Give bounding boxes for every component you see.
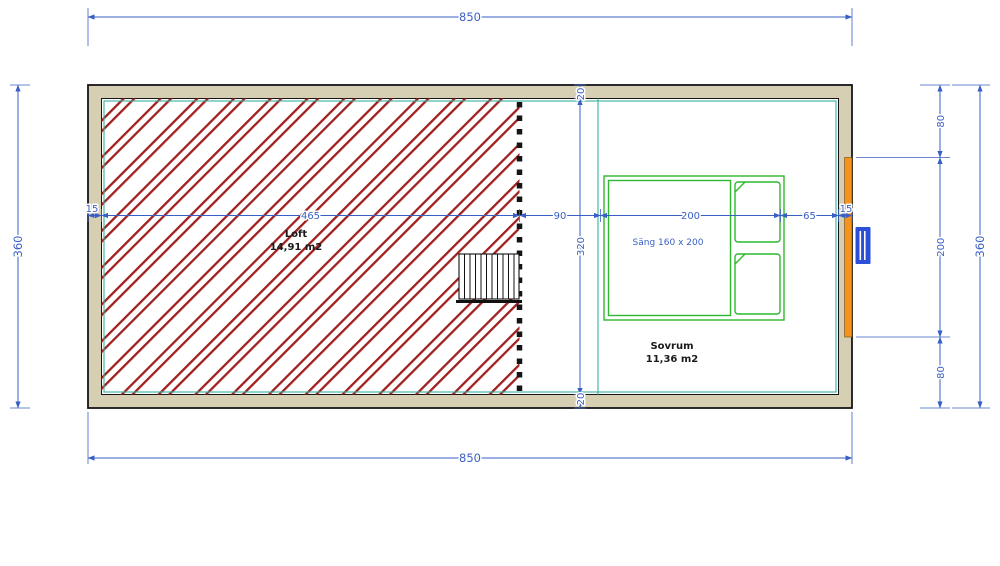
dim-value: 20 (576, 393, 587, 406)
bed: Säng 160 x 200 (603, 175, 785, 321)
dim-top-width: 850 (87, 8, 853, 46)
loft-hatch-area (101, 98, 520, 395)
dim-value: 15 (86, 204, 99, 215)
dim-middle-segments: 15 465 90 200 65 15 (84, 203, 854, 224)
window-tag-text-line (864, 231, 866, 260)
window-tag-box (855, 227, 871, 264)
dim-value: 465 (301, 211, 320, 222)
window-tag (855, 227, 871, 264)
dim-value: 20 (576, 88, 587, 101)
dim-value: 15 (840, 204, 853, 215)
loft-room-name: Loft (285, 229, 308, 240)
dim-value: 80 (936, 115, 947, 128)
interior-outline (103, 100, 837, 393)
window-right-wall (844, 157, 853, 338)
dim-value: 200 (681, 211, 700, 222)
dim-value: 360 (973, 236, 987, 258)
bed-mattress (607, 179, 732, 317)
dimensions: 850 850 360 360 (10, 8, 990, 467)
window-tag-text-line (859, 231, 862, 260)
dim-value: 90 (554, 211, 567, 222)
bed-size-label: Säng 160 x 200 (633, 238, 704, 248)
bed-pillow-bottom (734, 253, 781, 315)
dim-value: 320 (576, 237, 587, 256)
bed-frame (603, 175, 785, 321)
dim-value: 65 (803, 211, 816, 222)
building: Säng 160 x 200 Loft 14,91 m2 Sovrum 11,3… (87, 84, 871, 409)
pillow-fold-line (734, 253, 746, 265)
dim-right-segments: 80 200 80 (856, 84, 950, 409)
staircase (456, 253, 522, 303)
dim-value: 850 (459, 10, 481, 24)
dim-bottom-width: 850 (87, 412, 853, 467)
bedroom-room-name: Sovrum (650, 341, 693, 352)
dim-right-height: 360 (952, 84, 990, 409)
bed-pillow-top (734, 181, 781, 243)
dim-value: 360 (11, 236, 25, 258)
dim-partition-segments: 20 320 20 (574, 84, 589, 409)
dim-value: 80 (936, 366, 947, 379)
loft-room-area: 14,91 m2 (270, 242, 323, 253)
pillow-fold-line (734, 181, 746, 193)
stair-outline (458, 253, 520, 300)
bedroom-room-area: 11,36 m2 (646, 354, 699, 365)
dim-left-height: 360 (10, 84, 30, 409)
dim-value: 850 (459, 451, 481, 465)
dim-value: 200 (936, 238, 947, 257)
